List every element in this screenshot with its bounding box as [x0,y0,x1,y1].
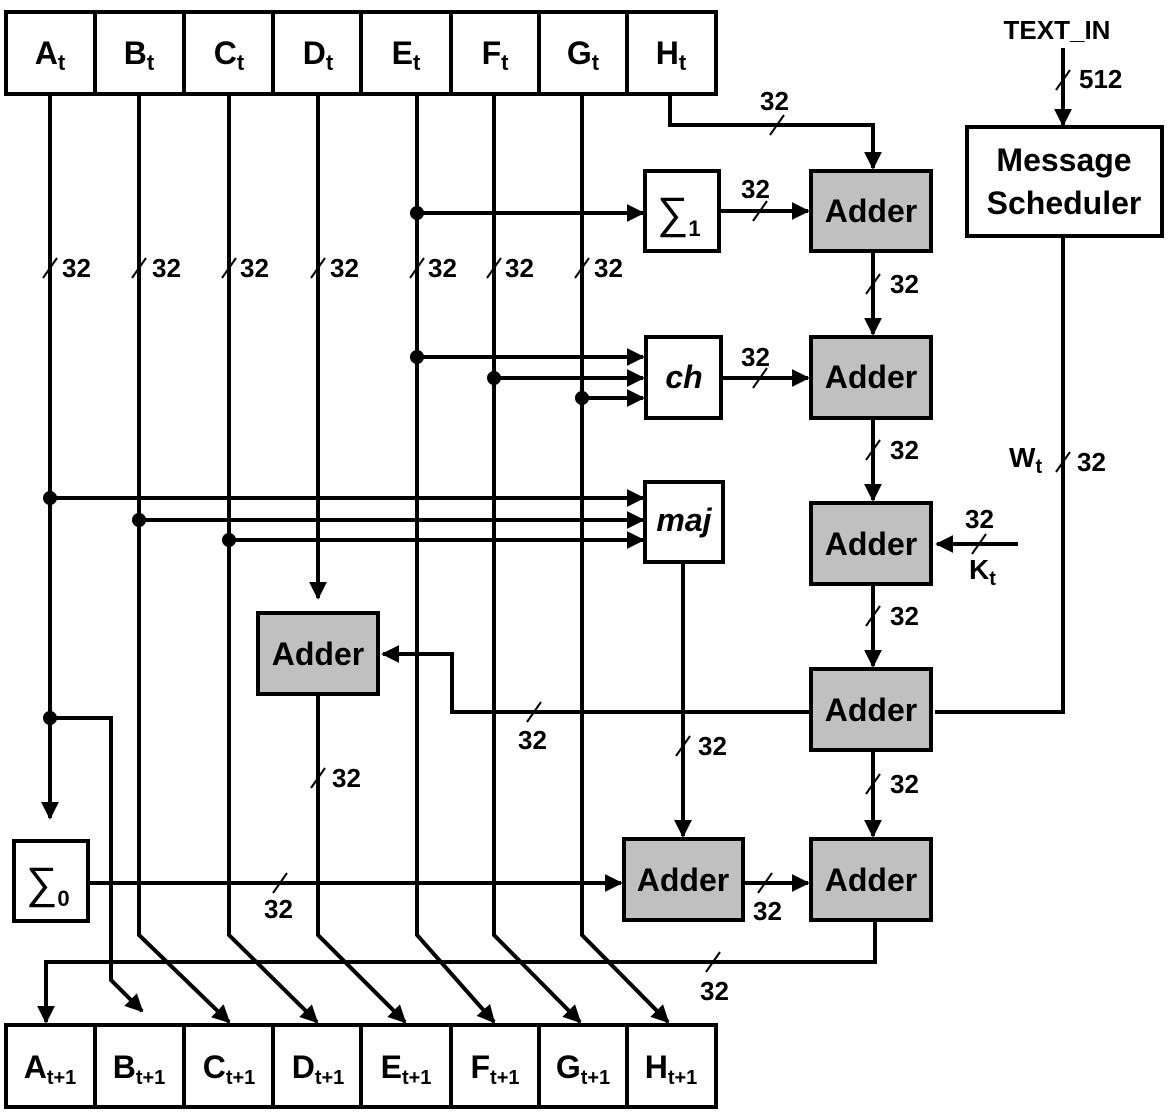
kt-label: Kt [969,554,996,590]
bus-width-label: 32 [890,601,919,631]
junction-f-ch [487,371,501,385]
register-c-t-label: Ct [214,35,245,75]
adder-e-out [256,611,380,696]
wire-h-to-adder1 [668,94,882,170]
bus-width-label: 32 [741,174,770,204]
maj-label: maj [656,502,712,538]
bus-width-label: 32 [741,342,770,372]
register-d-next-label: Dt+1 [292,1049,345,1089]
message-scheduler-block: Message Scheduler [965,125,1164,238]
wire-adder-e-to-e-next [316,694,407,1024]
bus-width-label: 32 [700,976,729,1006]
sigma1-block: ∑1 [643,169,721,253]
wires [37,48,1072,1024]
bus-width-label: 32 [505,253,534,283]
register-b-next-label: Bt+1 [113,1049,166,1089]
bus-width-label: 32 [264,894,293,924]
register-h-t-label: Ht [656,35,687,75]
bus-width-label: 32 [890,435,919,465]
bus-width-label: 32 [890,269,919,299]
bus-width-label: 32 [965,504,994,534]
adder-h-sigma1 [809,169,933,253]
ch-block: ch [644,335,723,420]
junction-a-maj [43,491,57,505]
wt-label: Wt [1009,442,1042,478]
bus-width-label: 32 [152,253,181,283]
adder-wt [809,667,933,752]
bus-width-label: 32 [332,763,361,793]
adder-label: Adder [272,636,364,672]
register-a-next-label: At+1 [24,1049,77,1089]
junction-g-ch [575,391,589,405]
maj-block: maj [643,480,725,564]
junction-b-maj [132,513,146,527]
junction-c-maj [222,533,236,547]
bus-width-label: 32 [428,253,457,283]
register-g-t-label: Gt [567,35,600,75]
adder-label: Adder [825,193,917,229]
junction-a-b [43,711,57,725]
bus-width-label: 32 [330,253,359,283]
wire-c-to-d-next [227,94,319,1024]
register-e-t-label: Et [392,35,421,75]
scheduler-label-line1: Message [996,142,1131,178]
bus-width-label: 32 [240,253,269,283]
adder-label: Adder [825,692,917,728]
registers-bottom: At+1 Bt+1 Ct+1 Dt+1 Et+1 Ft+1 Gt+1 Ht+1 [4,1023,718,1109]
adder-label: Adder [825,526,917,562]
adder-ch [809,335,933,420]
wire-b-to-c-next [137,94,231,1024]
register-e-next-label: Et+1 [381,1049,432,1089]
bus-width-label: 32 [594,253,623,283]
adder-a-out [809,837,933,922]
register-f-t-label: Ft [482,35,510,75]
registers-top: At Bt Ct Dt Et Ft Gt Ht [4,10,718,96]
sigma0-label: ∑0 [26,859,70,911]
wire-adder5-to-a-next [37,922,877,1024]
junctions [43,206,589,725]
junction-e-ch [410,350,424,364]
scheduler-label-line2: Scheduler [987,185,1142,221]
bus-width-label: 32 [518,725,547,755]
wire-a-to-b-next [50,716,144,1013]
ch-label: ch [665,359,702,395]
adder-sigma0-maj [622,837,745,922]
register-d-t-label: Dt [303,35,334,75]
register-f-next-label: Ft+1 [470,1049,519,1089]
sigma0-block: ∑0 [12,839,90,923]
adder-kt [809,501,933,586]
bus-width-label: 32 [753,896,782,926]
text-in-label: TEXT_IN [1004,15,1111,45]
bus-width-label: 32 [698,731,727,761]
wire-wt-to-adder4 [935,236,1065,714]
adder-label: Adder [825,359,917,395]
register-a-t-label: At [35,35,66,75]
wire-e-to-f-next [415,94,496,1024]
bus-width-label: 32 [760,86,789,116]
bus-slashes [42,69,1071,973]
adder-label: Adder [825,862,917,898]
adder-label: Adder [637,862,729,898]
bus-width-label: 32 [1077,447,1106,477]
register-g-next-label: Gt+1 [556,1049,610,1089]
register-c-next-label: Ct+1 [203,1049,256,1089]
junction-e-sigma1 [410,206,424,220]
adders: Adder Adder Adder Adder Adder Adder Adde… [256,169,933,922]
text-in-width-label: 512 [1079,64,1122,94]
bus-width-label: 32 [62,253,91,283]
wire-g-to-h-next [580,94,670,1024]
register-b-t-label: Bt [124,35,155,75]
bus-width-label: 32 [890,769,919,799]
wire-adder4-to-adder-e [381,645,811,714]
bus-width-labels: 32 32 32 32 32 32 32 32 32 32 32 32 32 3… [62,86,1106,1006]
sigma1-label: ∑1 [657,189,701,241]
register-h-next-label: Ht+1 [645,1049,698,1089]
input-labels: TEXT_IN 512 Wt Kt [969,15,1122,590]
